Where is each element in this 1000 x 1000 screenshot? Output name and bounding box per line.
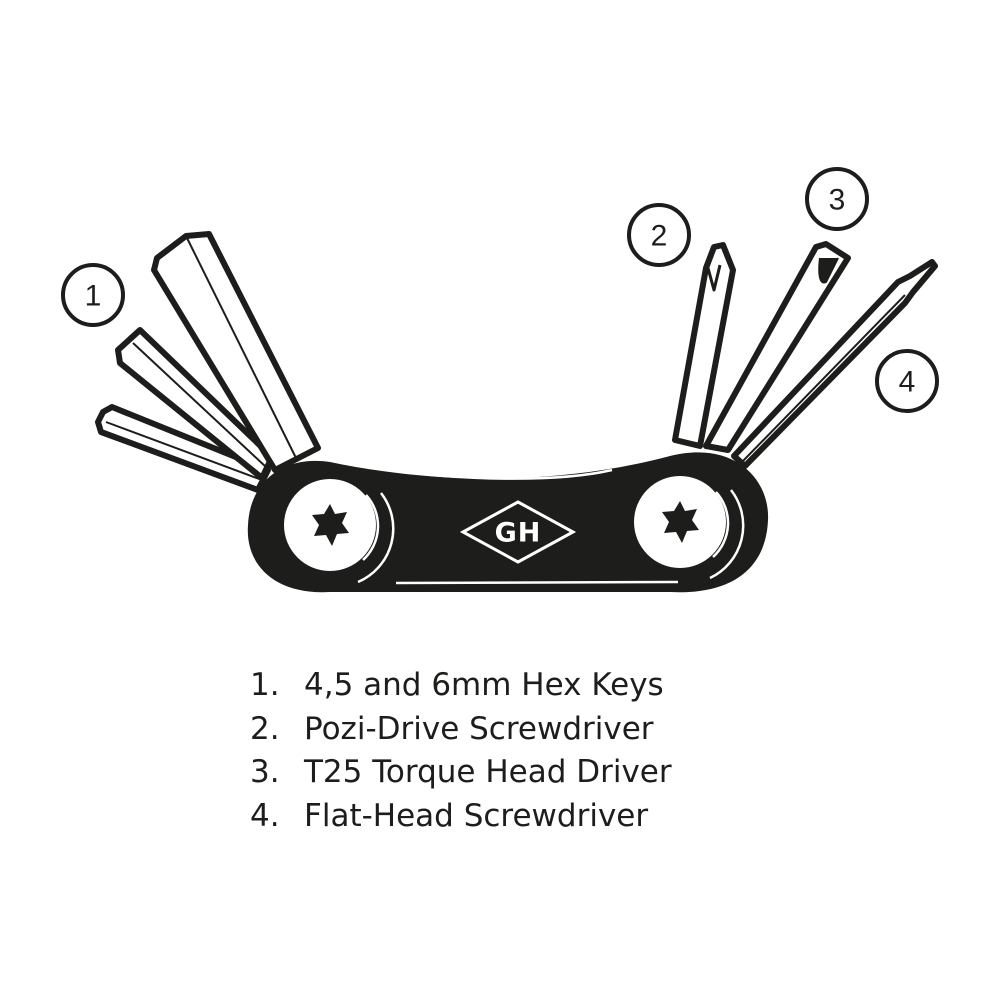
legend-text: Pozi-Drive Screwdriver: [304, 710, 654, 747]
svg-text:1: 1: [85, 280, 102, 313]
hex-key-large: [151, 231, 321, 473]
callout-2: 2: [627, 203, 691, 267]
svg-text:2: 2: [651, 220, 668, 253]
svg-text:GH: GH: [495, 518, 542, 549]
legend-text: T25 Torque Head Driver: [304, 754, 672, 790]
legend-item-1: 1. 4,5 and 6mm Hex Keys: [250, 664, 672, 708]
pozi-drive-bit: [672, 242, 736, 449]
legend-item-2: 2. Pozi-Drive Screwdriver: [250, 708, 672, 752]
svg-text:3: 3: [829, 184, 846, 217]
legend-text: 4,5 and 6mm Hex Keys: [304, 667, 664, 703]
svg-text:4: 4: [899, 366, 916, 399]
flat-head-bit: [731, 259, 938, 469]
callout-3: 3: [805, 167, 869, 231]
tool-body: GH: [247, 452, 769, 593]
callout-1: 1: [61, 263, 125, 327]
torx-bit: [703, 241, 851, 453]
legend-item-3: 3. T25 Torque Head Driver: [250, 751, 672, 795]
hex-key-small: [95, 404, 271, 493]
legend-number: 1.: [250, 667, 280, 703]
legend-number: 3.: [250, 754, 280, 790]
hex-key-medium: [115, 327, 275, 481]
gh-logo: GH: [459, 500, 577, 564]
right-screw: [634, 476, 745, 580]
legend-number: 2.: [250, 710, 280, 747]
left-screw: [284, 479, 395, 584]
legend-number: 4.: [250, 797, 280, 834]
legend-item-4: 4. Flat-Head Screwdriver: [250, 795, 672, 839]
tool-legend: 1. 4,5 and 6mm Hex Keys 2. Pozi-Drive Sc…: [250, 664, 672, 838]
legend-text: Flat-Head Screwdriver: [304, 797, 649, 834]
callout-4: 4: [875, 349, 939, 413]
